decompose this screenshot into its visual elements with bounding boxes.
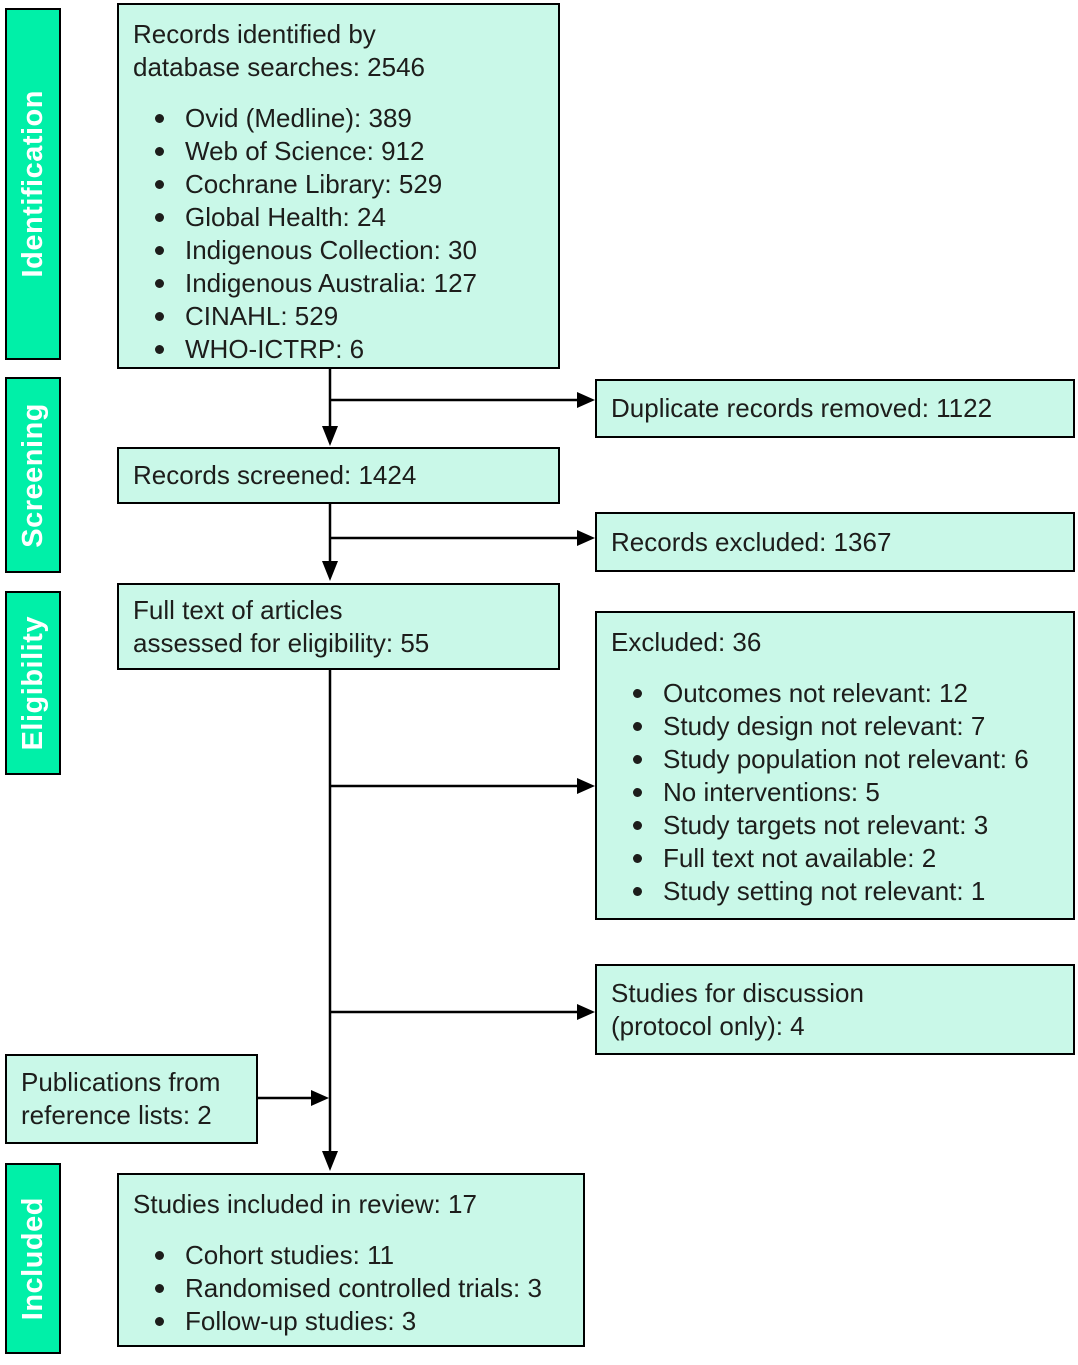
stage-bar-included: Included xyxy=(5,1163,61,1354)
arrowhead-to-discussion xyxy=(577,1004,595,1020)
bullet-item: WHO-ICTRP: 6 xyxy=(133,333,544,366)
bullet-item: Ovid (Medline): 389 xyxy=(133,102,544,135)
box-records-screened: Records screened: 1424 xyxy=(117,447,560,504)
publications-from-references-title: Publications from reference lists: 2 xyxy=(21,1067,221,1130)
studies-for-discussion-title: Studies for discussion (protocol only): … xyxy=(611,977,864,1041)
box-duplicates-removed: Duplicate records removed: 1122 xyxy=(595,379,1075,438)
records-screened-title: Records screened: 1424 xyxy=(133,460,417,490)
box-publications-from-references: Publications from reference lists: 2 xyxy=(5,1054,258,1144)
excluded-title: Excluded: 36 xyxy=(611,627,762,657)
box-full-text-assessed: Full text of articles assessed for eligi… xyxy=(117,583,560,670)
arrowhead-to-duplicates-removed xyxy=(577,392,595,408)
stage-label-included: Included xyxy=(16,1196,49,1321)
bullet-item: Study targets not relevant: 3 xyxy=(611,809,1059,842)
box-records-identified: Records identified by database searches:… xyxy=(117,3,560,369)
bullet-item: Global Health: 24 xyxy=(133,201,544,234)
arrowhead-fulltext-to-included xyxy=(322,1151,338,1171)
stage-bar-screening: Screening xyxy=(5,377,61,573)
bullet-item: Study setting not relevant: 1 xyxy=(611,875,1059,908)
bullet-item: Follow-up studies: 3 xyxy=(133,1305,569,1338)
bullet-item: Indigenous Collection: 30 xyxy=(133,234,544,267)
bullet-item: Web of Science: 912 xyxy=(133,135,544,168)
stage-label-screening: Screening xyxy=(16,402,49,548)
excluded-bullets: Outcomes not relevant: 12 Study design n… xyxy=(611,677,1059,908)
arrowhead-publications-to-line xyxy=(311,1090,329,1106)
bullet-item: No interventions: 5 xyxy=(611,776,1059,809)
bullet-item: Cochrane Library: 529 xyxy=(133,168,544,201)
records-identified-bullets: Ovid (Medline): 389 Web of Science: 912 … xyxy=(133,102,544,366)
full-text-assessed-title: Full text of articles assessed for eligi… xyxy=(133,594,430,658)
stage-label-identification: Identification xyxy=(16,90,49,278)
arrowhead-to-records-excluded xyxy=(577,530,595,546)
stage-bar-eligibility: Eligibility xyxy=(5,591,61,775)
arrowhead-to-excluded xyxy=(577,778,595,794)
stage-label-eligibility: Eligibility xyxy=(16,615,49,751)
records-excluded-title: Records excluded: 1367 xyxy=(611,526,892,557)
box-studies-included: Studies included in review: 17 Cohort st… xyxy=(117,1173,585,1347)
duplicates-removed-title: Duplicate records removed: 1122 xyxy=(611,393,993,423)
records-identified-title: Records identified by database searches:… xyxy=(133,19,425,82)
stage-bar-identification: Identification xyxy=(5,8,61,360)
bullet-item: Cohort studies: 11 xyxy=(133,1239,569,1272)
bullet-item: CINAHL: 529 xyxy=(133,300,544,333)
bullet-item: Randomised controlled trials: 3 xyxy=(133,1272,569,1305)
box-studies-for-discussion: Studies for discussion (protocol only): … xyxy=(595,964,1075,1055)
arrowhead-identified-to-screened xyxy=(322,426,338,446)
studies-included-title: Studies included in review: 17 xyxy=(133,1189,477,1219)
box-records-excluded: Records excluded: 1367 xyxy=(595,512,1075,572)
box-excluded: Excluded: 36 Outcomes not relevant: 12 S… xyxy=(595,611,1075,920)
bullet-item: Full text not available: 2 xyxy=(611,842,1059,875)
bullet-item: Study design not relevant: 7 xyxy=(611,710,1059,743)
bullet-item: Study population not relevant: 6 xyxy=(611,743,1059,776)
studies-included-bullets: Cohort studies: 11 Randomised controlled… xyxy=(133,1239,569,1338)
bullet-item: Indigenous Australia: 127 xyxy=(133,267,544,300)
arrowhead-screened-to-fulltext xyxy=(322,561,338,581)
bullet-item: Outcomes not relevant: 12 xyxy=(611,677,1059,710)
